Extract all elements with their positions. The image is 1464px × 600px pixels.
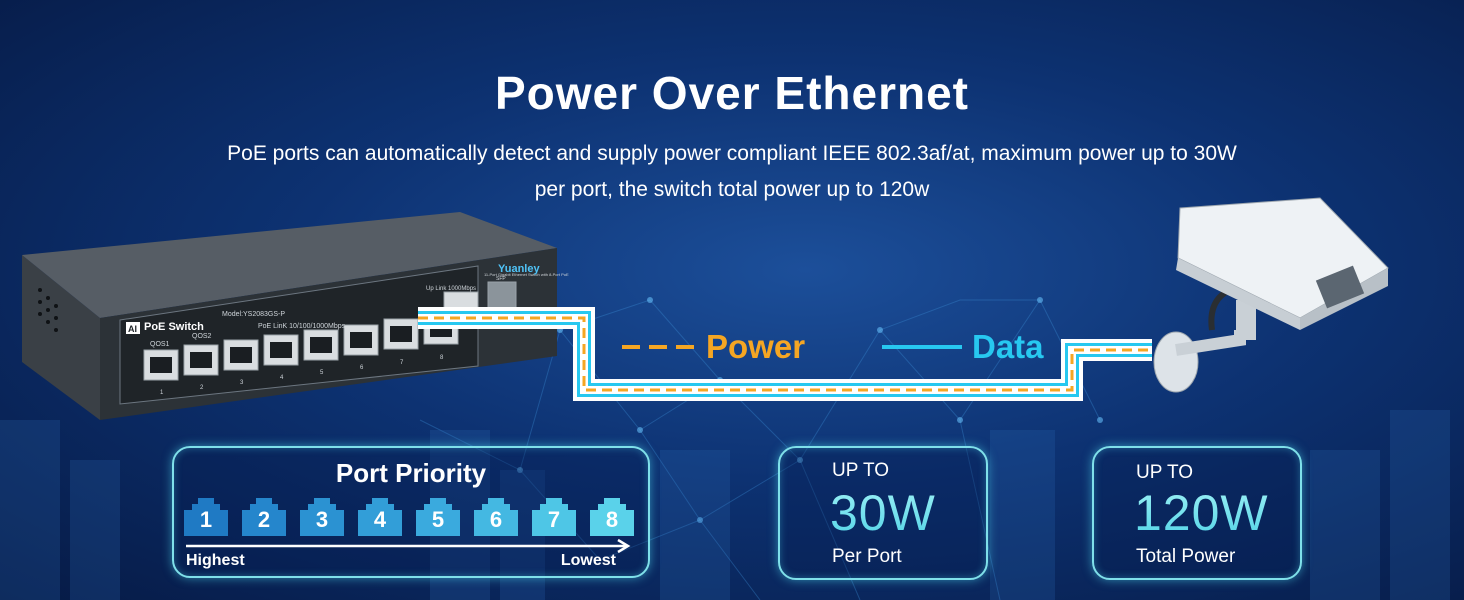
priority-port-number: 3 (315, 507, 329, 532)
priority-port-6: 6 (474, 498, 518, 536)
ethernet-port-icon (242, 498, 286, 536)
power-legend-label: Power (706, 328, 806, 365)
switch-port-number: 3 (240, 380, 244, 386)
switch-port-number: 4 (280, 375, 284, 381)
arrow-right-icon (186, 538, 631, 554)
switch-port-number: 8 (440, 355, 444, 361)
port-priority-panel: Port Priority 1 2 3 4 5 6 7 8 Highest Lowest (172, 446, 650, 578)
priority-port-number: 8 (605, 507, 619, 532)
poe-cable (418, 307, 1152, 401)
priority-port-number: 6 (489, 507, 503, 532)
switch-port-number: 5 (320, 370, 324, 376)
per-port-value: 30W (830, 485, 936, 541)
poe-switch-device: AI PoE Switch Model:YS2083GS-P QOS1 QOS2… (22, 212, 569, 420)
priority-port-5: 5 (416, 498, 460, 536)
ethernet-port-icon (416, 498, 460, 536)
ethernet-port-icon (474, 498, 518, 536)
total-power-value: 120W (1134, 485, 1269, 541)
total-power-caption: Total Power (1136, 546, 1236, 567)
per-port-up-to: UP TO (832, 460, 890, 481)
priority-port-8: 8 (590, 498, 634, 536)
switch-port-number: 7 (400, 360, 404, 366)
priority-port-number: 7 (547, 507, 561, 532)
switch-port-number: 2 (200, 385, 204, 391)
switch-product-label: PoE Switch (144, 321, 204, 333)
total-power-up-to: UP TO (1136, 462, 1194, 483)
ip-camera (1153, 197, 1389, 393)
page-title: Power Over Ethernet (494, 67, 970, 119)
switch-brand-logo: Yuanley (498, 263, 540, 275)
ai-badge (126, 322, 140, 334)
ethernet-port-icon (532, 498, 576, 536)
priority-port-number: 5 (431, 507, 445, 532)
per-port-power-panel: UP TO 30W Per Port (778, 446, 988, 580)
switch-port-number: 1 (160, 390, 164, 396)
switch-badge: AI (128, 324, 137, 334)
data-legend-label: Data (972, 328, 1044, 365)
ethernet-port-icon (184, 498, 228, 536)
priority-port-2: 2 (242, 498, 286, 536)
switch-model-label: Model:YS2083GS-P (222, 311, 285, 318)
per-port-caption: Per Port (832, 546, 902, 567)
priority-port-number: 2 (257, 507, 271, 532)
lowest-label: Lowest (560, 552, 616, 569)
priority-port-7: 7 (532, 498, 576, 536)
ethernet-port-icon (300, 498, 344, 536)
port-priority-title: Port Priority (335, 458, 487, 488)
qos1-label: QOS1 (150, 341, 170, 348)
qos2-label: QOS2 (192, 333, 212, 340)
priority-port-number: 4 (373, 507, 387, 532)
subtitle-line-1: PoE ports can automatically detect and s… (227, 142, 1237, 165)
subtitle-line-2: per port, the switch total power up to 1… (534, 178, 930, 201)
switch-port-number: 6 (360, 365, 364, 371)
priority-port-number: 1 (199, 507, 213, 532)
sfp-label: SFP (496, 276, 506, 282)
page-subtitle: PoE ports can automatically detect and s… (140, 136, 1324, 208)
total-power-panel: UP TO 120W Total Power (1092, 446, 1302, 580)
priority-port-3: 3 (300, 498, 344, 536)
uplink-label: Up Link 1000Mbps (426, 286, 476, 292)
priority-port-4: 4 (358, 498, 402, 536)
switch-info-label: 11-Port Gigabit Ethernet Switch with 8-P… (484, 272, 569, 277)
ethernet-port-icon (590, 498, 634, 536)
poe-link-label: PoE LinK 10/100/1000Mbps (258, 323, 346, 330)
highest-label: Highest (186, 552, 245, 569)
priority-port-1: 1 (184, 498, 228, 536)
ethernet-port-icon (358, 498, 402, 536)
